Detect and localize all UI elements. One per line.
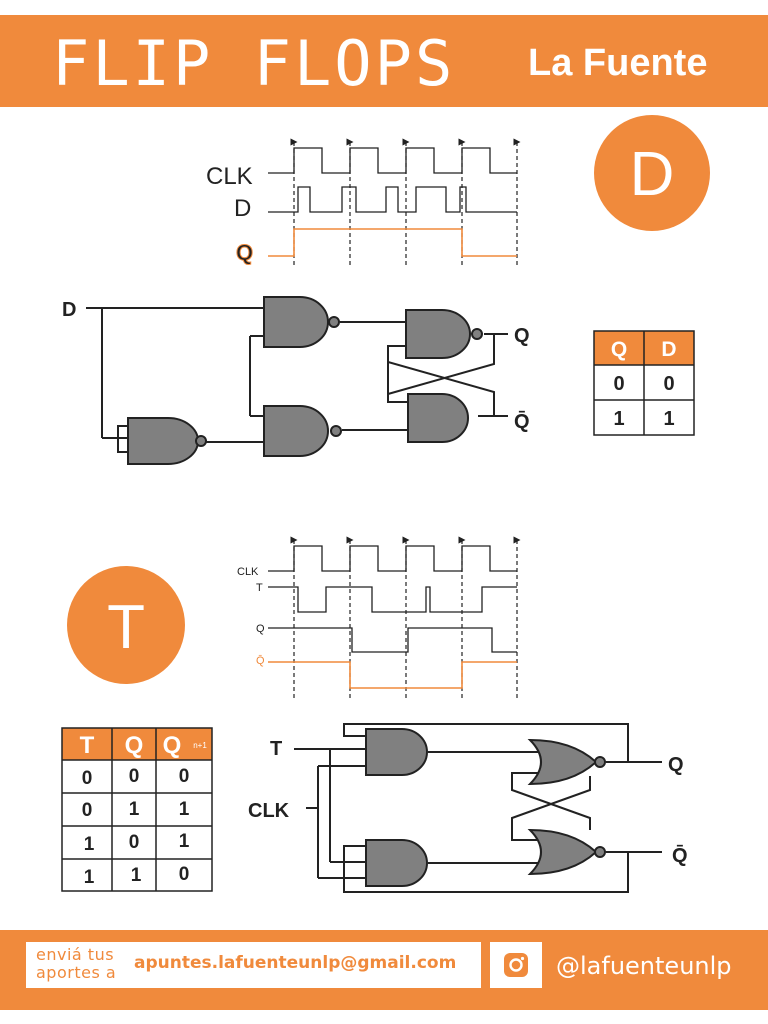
d-circuit: D (62, 296, 530, 465)
d-q-waveform (268, 228, 517, 257)
t-t-waveform (268, 586, 517, 613)
header-banner: FLIP FLOPS La Fuente (0, 15, 768, 107)
d-timing-label-q: Q (236, 240, 253, 265)
t-table-cell: 1 (179, 799, 190, 820)
t-timing-label-clk: CLK (237, 566, 259, 578)
d-badge: D (594, 115, 710, 231)
t-circuit: T CLK Q (248, 723, 688, 893)
d-nand-gate-top (263, 296, 340, 348)
t-clk-waveform (268, 545, 517, 572)
page-title: FLIP FLOPS (52, 27, 456, 100)
d-circuit-output-q: Q (514, 325, 530, 347)
t-circuit-input-clk: CLK (248, 800, 290, 822)
d-table-cell: 1 (663, 408, 674, 430)
t-table-cell: 0 (179, 766, 190, 787)
contact-email[interactable]: apuntes.lafuenteunlp@gmail.com (134, 953, 457, 973)
d-nand-gate-inverter (127, 417, 207, 465)
d-table-cell: 1 (613, 408, 624, 430)
t-nor-gate-top (527, 738, 606, 786)
d-timing-label-d: D (234, 195, 251, 222)
t-table-cell: 1 (84, 867, 95, 888)
t-badge: T (67, 566, 185, 684)
t-table-cell: 0 (179, 864, 190, 885)
t-badge-letter: T (107, 593, 145, 662)
t-table-cell: 0 (129, 766, 140, 787)
d-timing-diagram: CLK D Q (206, 138, 521, 266)
t-qbar-waveform (268, 661, 517, 689)
instagram-icon (504, 953, 528, 977)
t-timing-label-q: Q (256, 623, 265, 635)
d-nand-gate-latch-q (405, 309, 483, 359)
t-table-cell: 0 (129, 832, 140, 853)
t-and-gate-bottom (365, 839, 428, 887)
submit-box: enviá tus aportes a apuntes.lafuenteunlp… (26, 942, 481, 988)
t-and-gate-top (365, 728, 428, 776)
t-table-cell: 1 (129, 799, 140, 820)
t-circuit-output-q: Q (668, 754, 684, 776)
t-table-header-q: Q (125, 732, 144, 759)
t-table-header-t: T (80, 732, 95, 759)
t-table-header-subscript: n+1 (193, 741, 207, 750)
t-q-waveform (268, 627, 517, 653)
t-table-cell: 1 (131, 865, 142, 886)
d-d-waveform (268, 186, 517, 213)
submit-label: enviá tus aportes a (36, 945, 117, 982)
d-clk-waveform (268, 147, 517, 174)
instagram-box[interactable] (490, 942, 542, 988)
d-table-header-d: D (661, 338, 676, 361)
d-table-cell: 0 (613, 373, 624, 395)
d-nand-gate-bottom (263, 405, 342, 457)
t-table-cell: 1 (84, 834, 95, 855)
t-nor-gate-bottom (527, 828, 606, 876)
t-truth-table: T Q Q n+1 0 0 0 0 1 1 1 0 1 1 1 0 (61, 727, 213, 892)
d-badge-letter: D (630, 140, 675, 209)
t-timing-label-t: T (256, 582, 263, 594)
t-timing-label-qbar: Q̄ (256, 654, 265, 667)
brand-name: La Fuente (528, 42, 708, 84)
t-table-cell: 1 (179, 831, 190, 852)
t-table-header-qnext: Q (163, 732, 182, 759)
d-nand-gate-latch-qbar (407, 393, 469, 443)
d-truth-table: Q D 0 0 1 1 (593, 330, 695, 436)
d-table-header-q: Q (611, 338, 627, 361)
d-circuit-input-label: D (62, 299, 76, 321)
t-circuit-input-t: T (270, 738, 282, 760)
t-table-cell: 0 (82, 800, 93, 821)
t-circuit-output-qbar: Q̄ (672, 845, 688, 867)
instagram-handle[interactable]: @lafuenteunlp (556, 952, 732, 980)
footer-banner: enviá tus aportes a apuntes.lafuenteunlp… (0, 930, 768, 1010)
d-circuit-output-qbar: Q̄ (514, 411, 530, 433)
t-table-cell: 0 (82, 768, 93, 789)
t-timing-diagram: CLK T Q Q̄ (237, 536, 521, 700)
d-table-cell: 0 (663, 373, 674, 395)
d-timing-label-clk: CLK (206, 163, 253, 190)
